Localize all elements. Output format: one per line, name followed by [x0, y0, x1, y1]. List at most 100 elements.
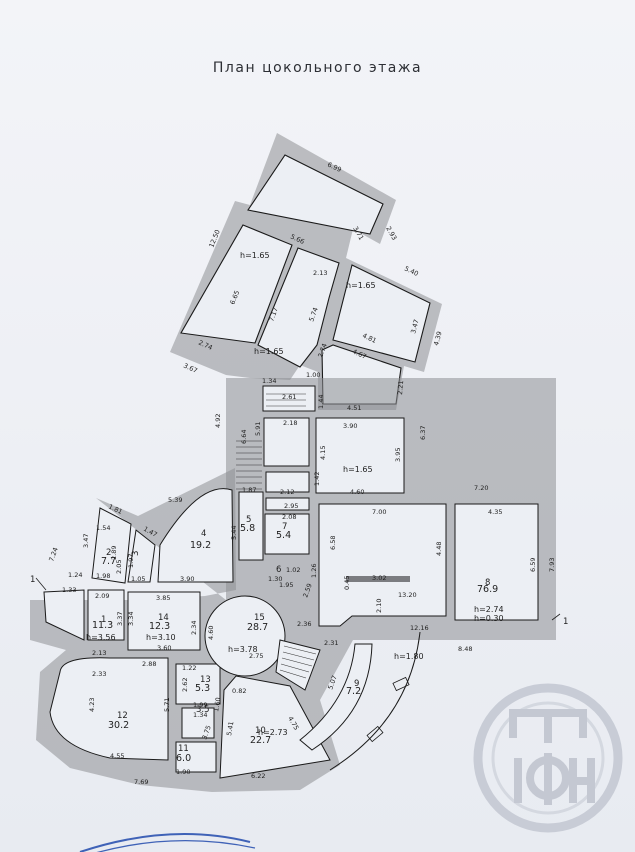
room-number: 3.5 — [196, 705, 210, 715]
dimension-label: 1.00 — [306, 371, 320, 379]
company-logo — [473, 683, 623, 833]
dimension-label: 2.93 — [384, 225, 398, 242]
room-area: 7.7 — [101, 556, 116, 567]
dimension-label: 4.35 — [488, 508, 502, 516]
height-label: h=1.65 — [346, 281, 376, 290]
height-label: h=1.65 — [240, 251, 270, 260]
dimension-label: 7.24 — [47, 546, 59, 562]
height-label: h=2.73 — [258, 728, 288, 737]
dimension-label: 4.60 — [207, 626, 215, 640]
room-labels: 1 11.3 2 7.7 3 4 19.2 5 5.8 6 7 5.4 8 76… — [92, 515, 498, 764]
dimension-label: 13.20 — [398, 591, 417, 599]
room-number: 12 — [117, 711, 128, 721]
room-number: 13 — [200, 675, 211, 685]
dimension-label: 7.00 — [372, 508, 386, 516]
dimension-label: 4.39 — [432, 330, 443, 346]
dimension-label: 3.37 — [116, 612, 124, 626]
room-area: 12.3 — [149, 621, 170, 632]
plan-title: План цокольного этажа — [212, 60, 423, 76]
dimension-label: 2.18 — [283, 419, 297, 427]
dimension-label: 4.48 — [435, 542, 443, 556]
height-label: h=3.78 — [228, 645, 258, 654]
dimension-label: 2.10 — [375, 599, 383, 613]
dimension-label: 6.37 — [419, 426, 427, 440]
dimension-label: 2.12 — [280, 488, 294, 496]
room-number: 11 — [178, 744, 189, 754]
dimension-label: 1.54 — [96, 524, 110, 532]
dimension-label: 0.45 — [343, 576, 351, 590]
dimension-label: 4.15 — [319, 446, 327, 460]
height-labels: h=1.65 h=1.65 h=1.65 h=1.65 h=3.56 h=3.1… — [86, 251, 504, 737]
dimension-label: 1.34 — [262, 377, 276, 385]
room-number: 10 — [255, 726, 266, 736]
dimension-label: 1.26 — [310, 564, 318, 578]
dimension-label: 6.58 — [329, 536, 337, 550]
dimension-label: 1.97 — [127, 554, 135, 568]
dimension-label: 2.95 — [284, 502, 298, 510]
dimension-label: 7.69 — [134, 778, 148, 786]
dimension-label: 5.71 — [163, 698, 171, 712]
dimension-label: 1.60 — [212, 697, 222, 713]
dimension-label: 2.09 — [95, 592, 109, 600]
dimension-label: 5.39 — [168, 496, 182, 504]
upper-wing-walls — [170, 133, 442, 410]
room-area: 6.0 — [176, 753, 191, 764]
dimension-label: 1.22 — [182, 664, 196, 672]
dimension-label: 2.62 — [181, 678, 189, 692]
height-label: h=3.56 — [86, 633, 116, 642]
inventory-stamp — [79, 833, 256, 852]
dimension-label: 3.95 — [394, 448, 402, 462]
dimension-label: 2.36 — [297, 620, 311, 628]
room-number: 6 — [276, 565, 281, 575]
dimension-label: 8.48 — [458, 645, 472, 653]
dimension-label: 1.24 — [68, 571, 82, 579]
dimension-label: 2.21 — [396, 380, 405, 395]
room-area: 11.3 — [92, 620, 113, 631]
left-wing-walls — [30, 468, 421, 792]
height-label: h=1.65 — [254, 347, 284, 356]
dimension-label: 1.05 — [131, 575, 145, 583]
room-area: 5.3 — [195, 683, 210, 694]
dimension-label: 1.02 — [286, 566, 300, 574]
height-label: h=0.30 — [474, 614, 504, 623]
dimension-label: 1.99 — [193, 701, 207, 709]
height-label: h=3.10 — [146, 633, 176, 642]
dimension-label: 4.23 — [88, 698, 96, 712]
dimension-label: 4.55 — [110, 752, 124, 760]
room-number: 15 — [254, 613, 265, 623]
dimension-label: 2.34 — [190, 621, 198, 635]
room-number: 14 — [158, 613, 169, 623]
section-markers: 1 1 — [30, 575, 568, 627]
section-mark-left: 1 — [30, 575, 35, 585]
dimension-label: 3.02 — [372, 574, 386, 582]
height-label: h=1.80 — [394, 652, 424, 661]
dimension-label: 2.13 — [92, 649, 106, 657]
dimension-labels: 6.99 12.50 5.66 3.71 2.93 5.40 2.13 6.65… — [47, 161, 556, 786]
room-number: 1 — [101, 615, 106, 625]
dimension-label: 2.31 — [324, 639, 338, 647]
room-area: 76.9 — [477, 584, 498, 595]
dimension-label: 1.42 — [313, 472, 321, 486]
dimension-label: 2.89 — [110, 546, 118, 560]
dimension-label: 12.16 — [410, 624, 429, 632]
dimension-label: 4.92 — [214, 414, 222, 428]
height-label: h=1.65 — [343, 465, 373, 474]
dimension-label: 3.47 — [409, 318, 420, 334]
dimension-label: 0.82 — [232, 687, 246, 695]
dimension-label: 2.13 — [313, 269, 327, 277]
central-block-walls — [226, 378, 556, 640]
dimension-label: 2.33 — [92, 670, 106, 678]
dimension-label: 1.34 — [193, 711, 207, 719]
dimension-label: 3.47 — [82, 534, 90, 548]
dimension-label: 5.41 — [225, 721, 235, 737]
dimension-label: 1.98 — [96, 572, 110, 580]
room-number: 9 — [354, 679, 359, 689]
room-area: 19.2 — [190, 540, 211, 551]
dimension-label: 4.60 — [350, 488, 364, 496]
dimension-label: 2.61 — [282, 393, 296, 401]
dimension-label: 6.64 — [240, 430, 248, 444]
room-number: 5 — [246, 515, 251, 525]
room-number: 2 — [106, 548, 111, 558]
dimension-label: 3.34 — [127, 612, 135, 626]
